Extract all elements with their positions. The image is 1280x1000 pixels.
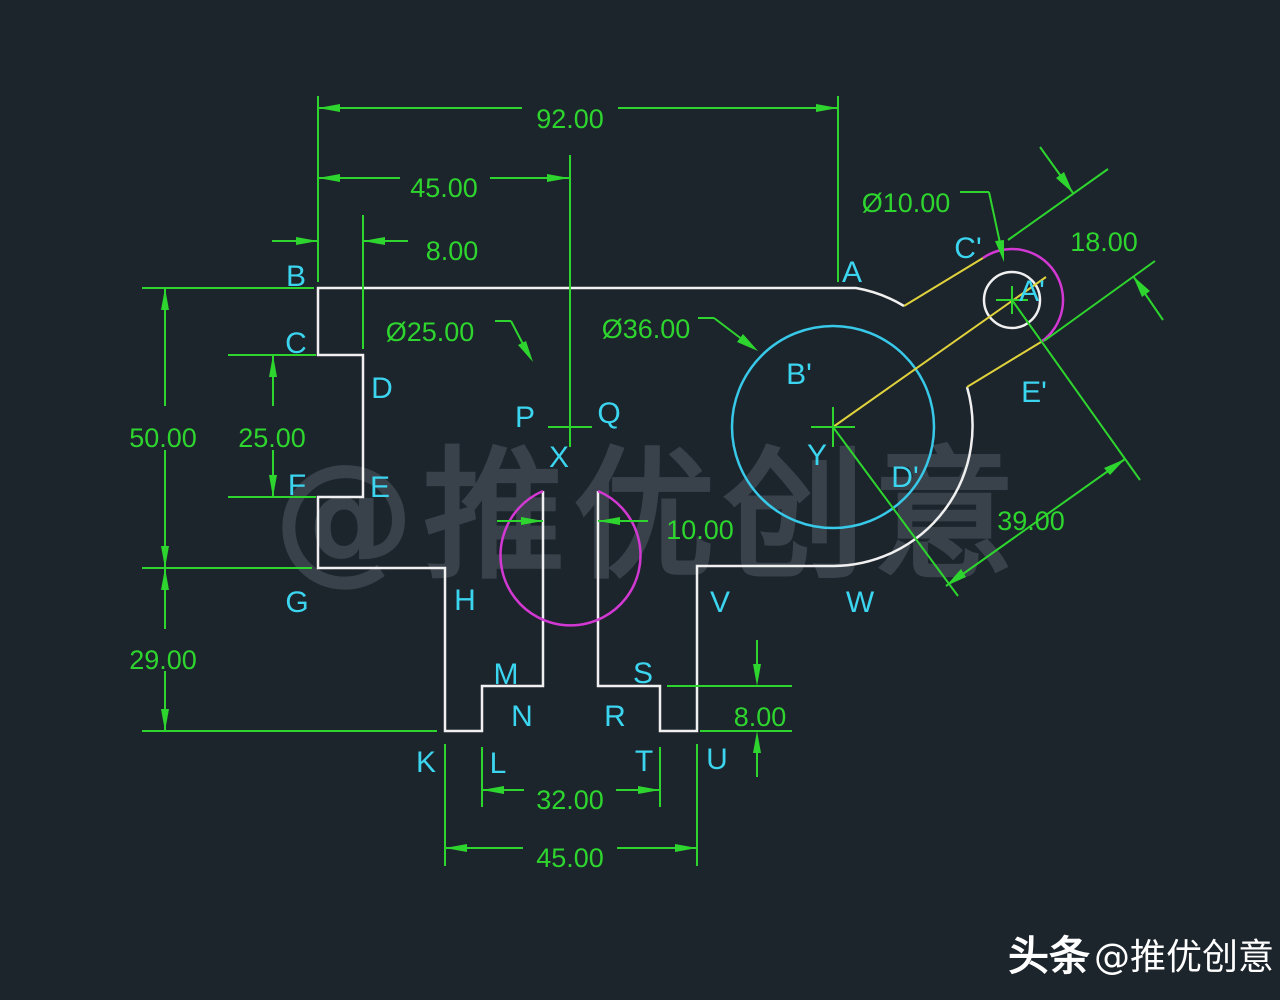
point-label-c-prime: C': [954, 232, 981, 265]
construction-line-lower-tangent: [966, 341, 1042, 388]
footer-handle-text: @推优创意: [1094, 937, 1274, 978]
point-label-f: F: [288, 469, 306, 502]
point-label-w: W: [846, 586, 875, 619]
point-label-d: D: [371, 372, 393, 405]
dimension-text-offset-step: 8.00: [426, 236, 479, 266]
hole-circle-a-prime: [982, 270, 1042, 330]
dimension-text-center-distance: 39.00: [997, 506, 1065, 536]
point-label-b-prime: B': [786, 358, 812, 391]
dimension-text-height-step: 25.00: [238, 423, 306, 453]
dimension-text-leg-step: 8.00: [734, 702, 787, 732]
dimension-text-dia-hole-x: Ø25.00: [386, 317, 475, 347]
dimension-text-width-total: 92.00: [536, 104, 604, 134]
point-label-v: V: [710, 586, 730, 619]
point-label-b: B: [286, 260, 306, 293]
point-label-p: P: [515, 401, 535, 434]
point-label-g: G: [285, 586, 308, 619]
point-label-r: R: [604, 700, 626, 733]
watermark-text: @推优创意: [273, 434, 1023, 599]
point-label-a: A: [842, 256, 862, 289]
dimension-text-boss-width: 18.00: [1070, 227, 1138, 257]
point-labels: A B C D E F G H K L MN RS T U V W P QX Y B' C' A' D' E': [285, 232, 1047, 780]
point-label-s: S: [633, 657, 653, 690]
center-marks: [548, 286, 1028, 447]
dimension-text-dia-hole-y: Ø36.00: [602, 314, 691, 344]
point-label-c: C: [285, 327, 307, 360]
dimension-arrowheads: [161, 104, 1150, 852]
dimension-text-width-upper: 45.00: [410, 173, 478, 203]
point-label-a-prime: A': [1019, 275, 1045, 308]
dimension-text-height-upper: 50.00: [129, 423, 197, 453]
point-label-q: Q: [597, 397, 620, 430]
point-label-n: N: [511, 700, 533, 733]
construction-lines: [832, 257, 1047, 428]
point-label-m: M: [494, 658, 519, 691]
point-label-d-prime: D': [891, 461, 918, 494]
construction-line-axis: [832, 276, 1047, 428]
dimension-text-leg-span: 45.00: [536, 843, 604, 873]
dimension-text-slot-width: 10.00: [666, 515, 734, 545]
dimension-lines: [142, 96, 1164, 866]
point-label-y: Y: [807, 439, 827, 472]
point-label-l: L: [490, 747, 507, 780]
point-label-e-prime: E': [1021, 376, 1047, 409]
dimension-text-height-lower: 29.00: [129, 645, 197, 675]
hole-circle-x: [499, 489, 642, 627]
point-label-x: X: [549, 441, 569, 474]
hole-circle-y: [730, 324, 936, 530]
footer-brand-text: 头条: [1008, 932, 1090, 980]
construction-line-upper-tangent: [903, 257, 984, 307]
point-label-e: E: [370, 471, 390, 504]
point-label-u: U: [706, 743, 728, 776]
part-outline: [316, 286, 974, 733]
point-label-h: H: [454, 584, 476, 617]
point-label-t: T: [635, 745, 653, 778]
dimension-text-slot-span: 32.00: [536, 785, 604, 815]
dimension-text-dia-hole-a: Ø10.00: [862, 188, 951, 218]
point-label-k: K: [416, 746, 436, 779]
